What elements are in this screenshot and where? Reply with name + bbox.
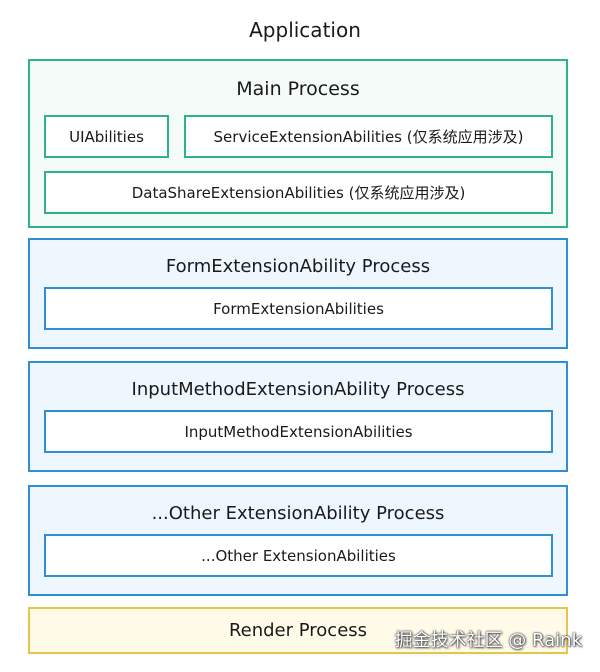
render-process-title: Render Process xyxy=(228,620,368,641)
render-process: Render Process xyxy=(28,607,568,654)
other-extension-abilities-box: ...Other ExtensionAbilities xyxy=(44,534,553,577)
ui-abilities-box: UIAbilities xyxy=(44,115,169,158)
application-title: Application xyxy=(249,18,361,42)
other-extension-process: ...Other ExtensionAbility Process ...Oth… xyxy=(28,485,568,596)
other-extension-process-title: ...Other ExtensionAbility Process xyxy=(151,503,445,524)
data-share-extension-abilities-box: DataShareExtensionAbilities (仅系统应用涉及) xyxy=(44,171,553,214)
service-extension-abilities-box: ServiceExtensionAbilities (仅系统应用涉及) xyxy=(184,115,553,158)
form-extension-abilities-box: FormExtensionAbilities xyxy=(44,287,553,330)
form-extension-process: FormExtensionAbility Process FormExtensi… xyxy=(28,238,568,349)
input-method-extension-process-title: InputMethodExtensionAbility Process xyxy=(131,379,465,400)
watermark: 掘金技术社区 @ Raink xyxy=(394,630,582,651)
main-process: Main Process UIAbilities ServiceExtensio… xyxy=(28,59,568,228)
input-method-extension-abilities-box: InputMethodExtensionAbilities xyxy=(44,410,553,453)
main-process-title: Main Process xyxy=(236,78,360,100)
form-extension-process-title: FormExtensionAbility Process xyxy=(165,256,431,277)
input-method-extension-process: InputMethodExtensionAbility Process Inpu… xyxy=(28,361,568,472)
